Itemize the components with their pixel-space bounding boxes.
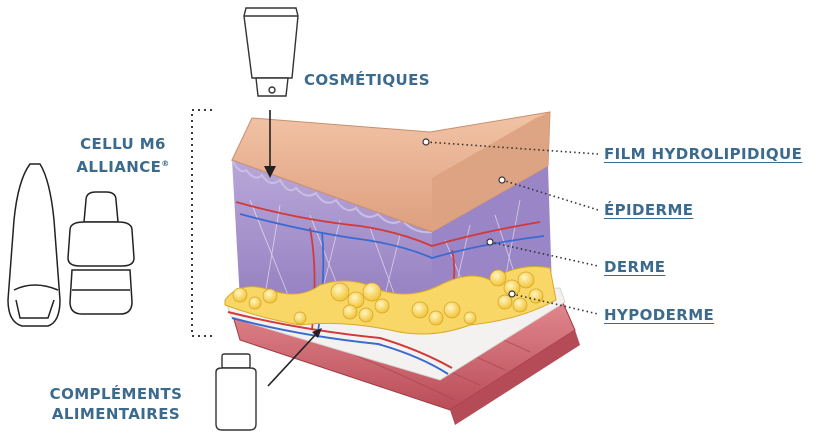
link-hypoderme[interactable]: HYPODERME	[604, 305, 714, 325]
label-supplements-line2: ALIMENTAIRES	[36, 404, 196, 424]
device-bracket	[192, 110, 212, 336]
supplement-jar-icon	[216, 354, 256, 430]
label-device-line2: ALLIANCE	[76, 158, 161, 176]
massage-device-icon	[8, 164, 134, 326]
label-device: CELLU M6 ALLIANCE®	[58, 134, 188, 177]
label-device-line1: CELLU M6	[58, 134, 188, 154]
label-cosmetics: COSMÉTIQUES	[304, 70, 430, 90]
registered-mark: ®	[161, 159, 169, 168]
link-epiderme[interactable]: ÉPIDERME	[604, 200, 693, 220]
link-film-hydrolipidique[interactable]: FILM HYDROLIPIDIQUE	[604, 144, 802, 164]
cream-tube-icon	[244, 8, 298, 96]
label-supplements: COMPLÉMENTS ALIMENTAIRES	[36, 384, 196, 424]
label-device-line2-wrap: ALLIANCE®	[58, 154, 188, 177]
label-supplements-line1: COMPLÉMENTS	[36, 384, 196, 404]
link-derme[interactable]: DERME	[604, 257, 665, 277]
